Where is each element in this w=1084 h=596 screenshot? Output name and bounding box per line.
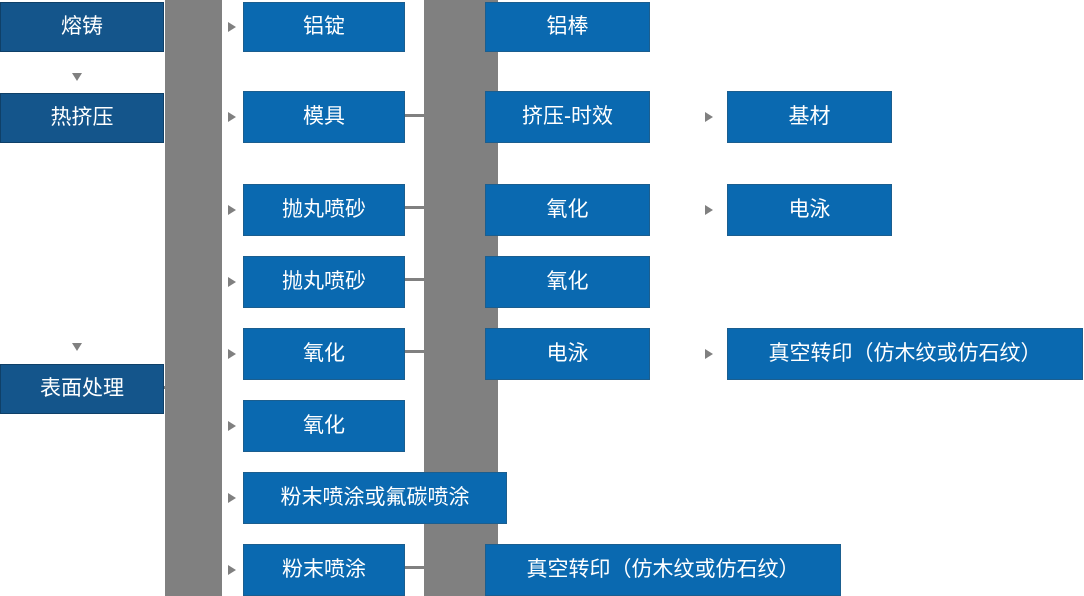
column-a-label-2: 抛丸喷砂 xyxy=(282,198,366,222)
stage-node-extrusion-label: 热挤压 xyxy=(50,106,114,130)
arrow-to-column-a-2 xyxy=(228,205,236,215)
arrow-to-column-a-3 xyxy=(228,277,236,287)
arrow-to-column-a-5 xyxy=(228,421,236,431)
column-a-label-5: 氧化 xyxy=(303,414,345,438)
stage-node-surface-treatment[interactable]: 表面处理 xyxy=(0,364,164,414)
column-b-label-2: 氧化 xyxy=(546,198,589,222)
column-b-label-0: 铝棒 xyxy=(546,15,589,39)
connector-stub-a3 xyxy=(405,278,427,281)
column-a-node-1[interactable]: 模具 xyxy=(243,91,405,143)
arrow-to-column-a-4 xyxy=(228,349,236,359)
column-b-label-4: 电泳 xyxy=(546,342,589,366)
arrow-to-column-a-7 xyxy=(228,565,236,575)
arrow-down-extrusion xyxy=(72,343,82,351)
column-a-node-7[interactable]: 粉末喷涂 xyxy=(243,544,405,596)
column-a-node-5[interactable]: 氧化 xyxy=(243,400,405,452)
column-b-node-2[interactable]: 氧化 xyxy=(485,184,650,236)
column-a-label-0: 铝锭 xyxy=(303,15,345,39)
connector-stub-surface xyxy=(163,386,183,389)
column-c-label-2: 真空转印（仿木纹或仿石纹） xyxy=(768,342,1042,366)
column-b-label-5: 真空转印（仿木纹或仿石纹） xyxy=(526,558,800,582)
arrow-to-column-a-1 xyxy=(228,112,236,122)
column-a-node-6[interactable]: 粉末喷涂或氟碳喷涂 xyxy=(243,472,507,524)
connector-stub-a4 xyxy=(405,350,427,353)
column-b-node-4[interactable]: 电泳 xyxy=(485,328,650,380)
arrow-to-column-c-1 xyxy=(705,205,713,215)
column-a-label-4: 氧化 xyxy=(303,342,345,366)
column-a-node-0[interactable]: 铝锭 xyxy=(243,2,405,52)
connector-stub-a5 xyxy=(405,566,427,569)
column-c-label-1: 电泳 xyxy=(788,198,831,222)
column-a-label-3: 抛丸喷砂 xyxy=(282,270,366,294)
stage-node-casting[interactable]: 熔铸 xyxy=(0,2,164,52)
column-c-node-2[interactable]: 真空转印（仿木纹或仿石纹） xyxy=(727,328,1083,380)
column-a-node-2[interactable]: 抛丸喷砂 xyxy=(243,184,405,236)
stage-node-casting-label: 熔铸 xyxy=(61,15,103,39)
column-b-label-1: 挤压-时效 xyxy=(522,105,613,129)
connector-spine-left xyxy=(165,0,222,596)
arrow-to-column-a-6 xyxy=(228,493,236,503)
column-c-label-0: 基材 xyxy=(788,105,831,129)
column-a-node-4[interactable]: 氧化 xyxy=(243,328,405,380)
connector-stub-a1 xyxy=(405,114,427,117)
connector-spine-mid xyxy=(424,0,442,596)
arrow-to-column-a-0 xyxy=(228,22,236,32)
column-b-label-3: 氧化 xyxy=(546,270,589,294)
stage-node-surface-treatment-label: 表面处理 xyxy=(40,377,124,401)
column-a-label-6: 粉末喷涂或氟碳喷涂 xyxy=(280,486,470,510)
column-a-label-7: 粉末喷涂 xyxy=(282,558,366,582)
column-b-node-0[interactable]: 铝棒 xyxy=(485,2,650,52)
stage-node-extrusion[interactable]: 热挤压 xyxy=(0,93,164,143)
column-c-node-0[interactable]: 基材 xyxy=(727,91,892,143)
arrow-to-column-c-0 xyxy=(705,112,713,122)
column-c-node-1[interactable]: 电泳 xyxy=(727,184,892,236)
arrow-down-casting xyxy=(72,73,82,81)
column-a-node-3[interactable]: 抛丸喷砂 xyxy=(243,256,405,308)
column-b-node-3[interactable]: 氧化 xyxy=(485,256,650,308)
column-b-node-5[interactable]: 真空转印（仿木纹或仿石纹） xyxy=(485,544,841,596)
column-a-label-1: 模具 xyxy=(303,105,345,129)
column-b-node-1[interactable]: 挤压-时效 xyxy=(485,91,650,143)
arrow-to-column-c-2 xyxy=(705,349,713,359)
connector-stub-a2 xyxy=(405,206,427,209)
